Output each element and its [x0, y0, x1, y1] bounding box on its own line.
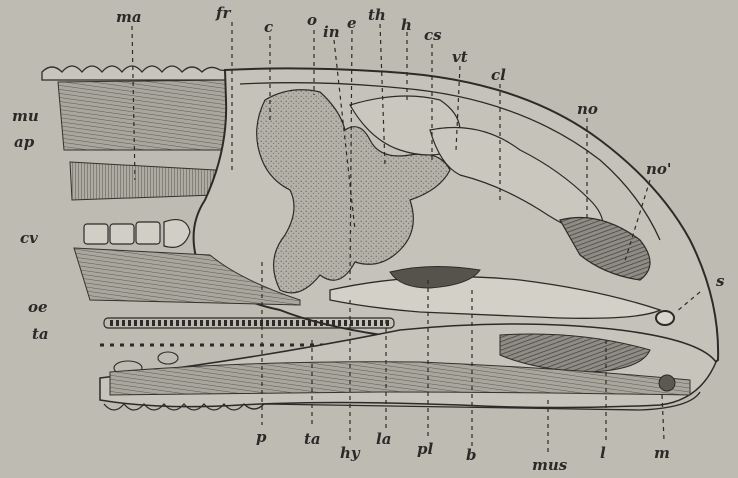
label-oe: oe [28, 298, 48, 316]
label-m: m [654, 444, 670, 462]
label-hy: hy [340, 444, 361, 462]
label-l: l [600, 444, 606, 462]
label-ap: ap [14, 133, 35, 151]
label-ma: ma [116, 8, 142, 26]
label-cv: cv [20, 229, 38, 247]
label-p: p [256, 428, 267, 446]
snout-foramen [656, 311, 674, 325]
label-la: la [376, 430, 391, 448]
label-mus: mus [532, 456, 568, 474]
label-h: h [401, 16, 412, 34]
label-no: no [577, 100, 598, 118]
label-fr: fr [215, 4, 231, 22]
label-th: th [368, 6, 386, 24]
label-ta: ta [32, 325, 49, 343]
label-cs: cs [424, 26, 442, 44]
label-e: e [347, 14, 357, 32]
label-b: b [466, 446, 477, 464]
dorsal-muscle [58, 80, 232, 150]
label-o: o [307, 11, 317, 29]
label-cl: cl [491, 66, 506, 84]
label-in: in [323, 23, 340, 41]
label-pl: pl [417, 440, 433, 458]
label-c: c [264, 18, 273, 36]
mandible-section [659, 375, 675, 391]
label-vt: vt [452, 48, 468, 66]
label-mu: mu [12, 107, 39, 125]
label-ta-lower: ta [304, 430, 321, 448]
label-s: s [716, 272, 725, 290]
label-no-prime: no' [646, 160, 672, 178]
cervical-vertebrae [84, 220, 190, 248]
